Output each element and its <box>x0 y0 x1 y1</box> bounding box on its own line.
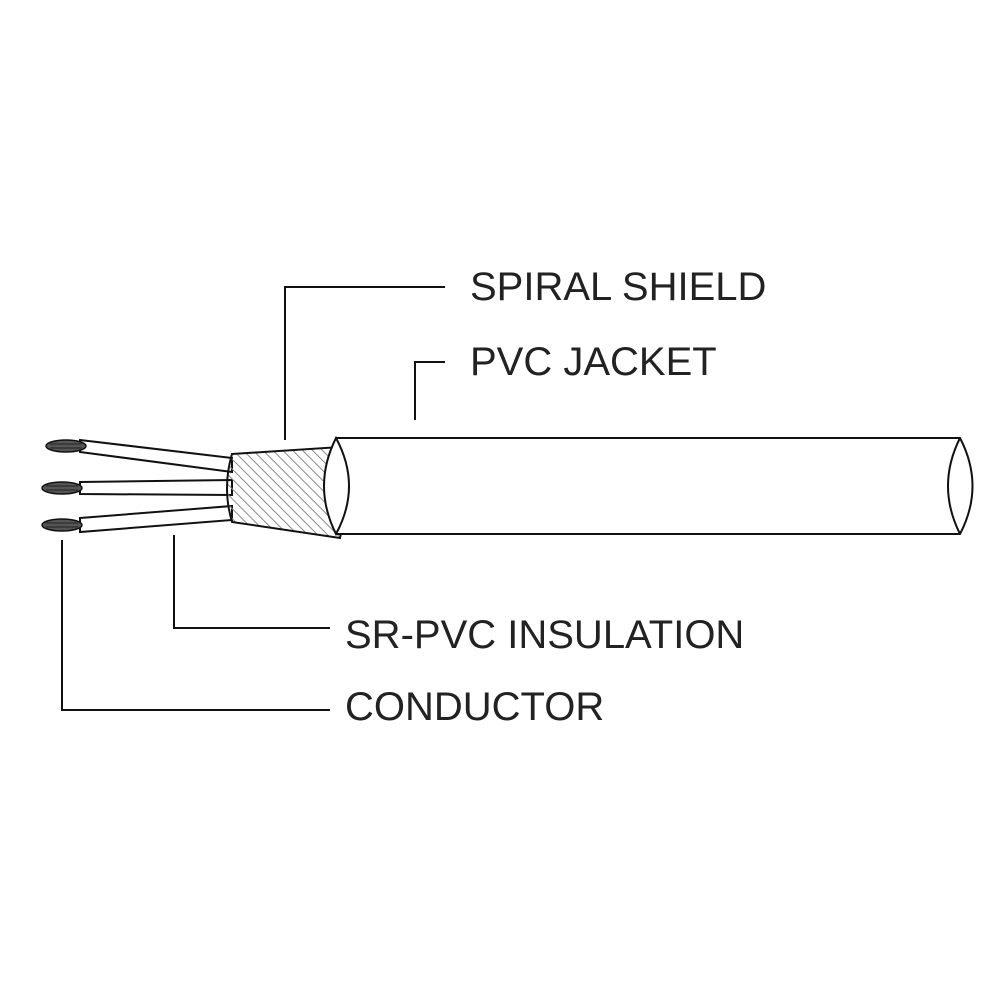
leader-sr-pvc-insulation <box>173 535 330 629</box>
label-spiral-shield: SPIRAL SHIELD <box>470 265 766 309</box>
conductor-tip-bottom <box>41 518 83 532</box>
leader-spiral-shield <box>284 286 445 440</box>
insulated-wire-middle <box>79 478 233 497</box>
conductor-wires <box>41 438 233 534</box>
insulated-wire-bottom <box>79 504 233 534</box>
label-pvc-jacket: PVC JACKET <box>470 340 717 384</box>
label-sr-pvc-insulation: SR-PVC INSULATION <box>345 613 744 657</box>
insulated-wire-top <box>79 438 233 474</box>
leader-pvc-jacket <box>414 361 445 420</box>
pvc-jacket-body <box>323 435 974 537</box>
label-conductor: CONDUCTOR <box>345 685 604 729</box>
conductor-tip-middle <box>41 481 83 495</box>
conductor-tip-top <box>45 439 87 453</box>
leader-conductor <box>61 540 330 711</box>
